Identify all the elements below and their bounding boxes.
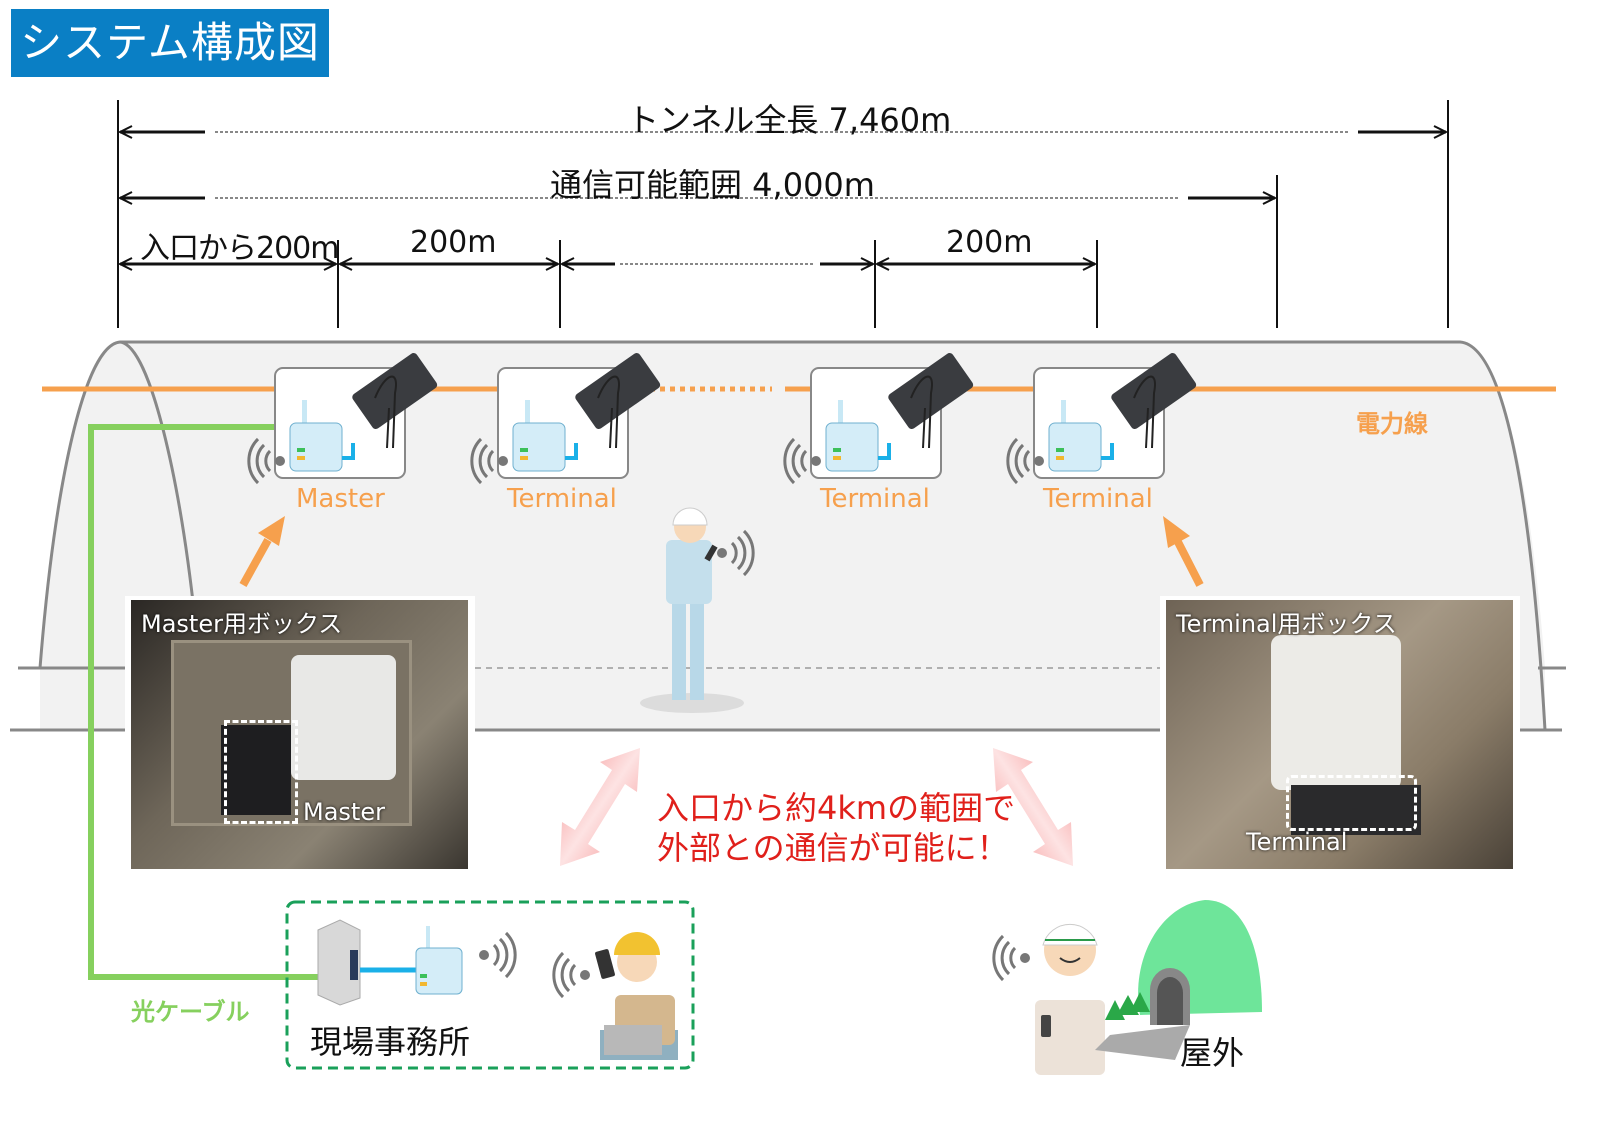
power-line-label: 電力線 [1356,410,1428,438]
terminal-box-callout: Terminal [1246,828,1348,856]
terminal-box-title: Terminal用ボックス [1176,610,1397,638]
tunnel-length-label: トンネル全長 7,460m [627,101,952,139]
pink-arrow-right [993,748,1073,866]
master-box-callout: Master [303,798,385,826]
tunnel-portal-left [38,340,197,669]
terminal-highlight-box [1286,775,1417,831]
office-area [285,900,695,1070]
outdoor-label: 屋外 [1180,1034,1245,1072]
page-title: システム構成図 [11,9,329,77]
dimension-lines [117,100,1449,328]
comm-range-label: 通信可能範囲 4,000m [550,166,875,204]
span-label-2: 200m [946,225,1033,260]
fiber-cable [88,424,320,980]
office-label: 現場事務所 [310,1023,471,1061]
device-label-terminal: Terminal [1043,484,1153,514]
master-box-title: Master用ボックス [141,610,343,638]
tunnel-hill-illustration [1095,900,1262,1060]
device-label-terminal: Terminal [507,484,617,514]
span-label-1: 200m [410,225,497,260]
device-label-master: Master [296,484,385,514]
message-line-2: 外部との通信が可能に！ [657,829,1009,867]
message-line-1: 入口から約4kmの範囲で [657,789,1016,827]
pink-arrow-left [560,748,640,866]
master-highlight-box [224,720,298,824]
master-box-photo: Master用ボックス Master [131,600,468,869]
onu-router [317,919,361,1006]
arrow-to-master [239,516,285,587]
device-label-terminal: Terminal [820,484,930,514]
entrance-distance-label: 入口から200m [140,231,339,266]
outdoor-worker [1035,923,1105,1075]
fiber-cable-label: 光ケーブル [131,998,250,1026]
wifi-icon [992,934,1032,982]
office-access-point [415,926,463,995]
wifi-icon [477,931,517,979]
tunnel-outline-top [120,340,1547,731]
arrow-to-terminal [1163,516,1204,587]
worker-in-tunnel [640,507,744,713]
wifi-icon [552,951,592,999]
terminal-box-photo: Terminal用ボックス Terminal [1166,600,1513,869]
office-worker [595,932,678,1060]
